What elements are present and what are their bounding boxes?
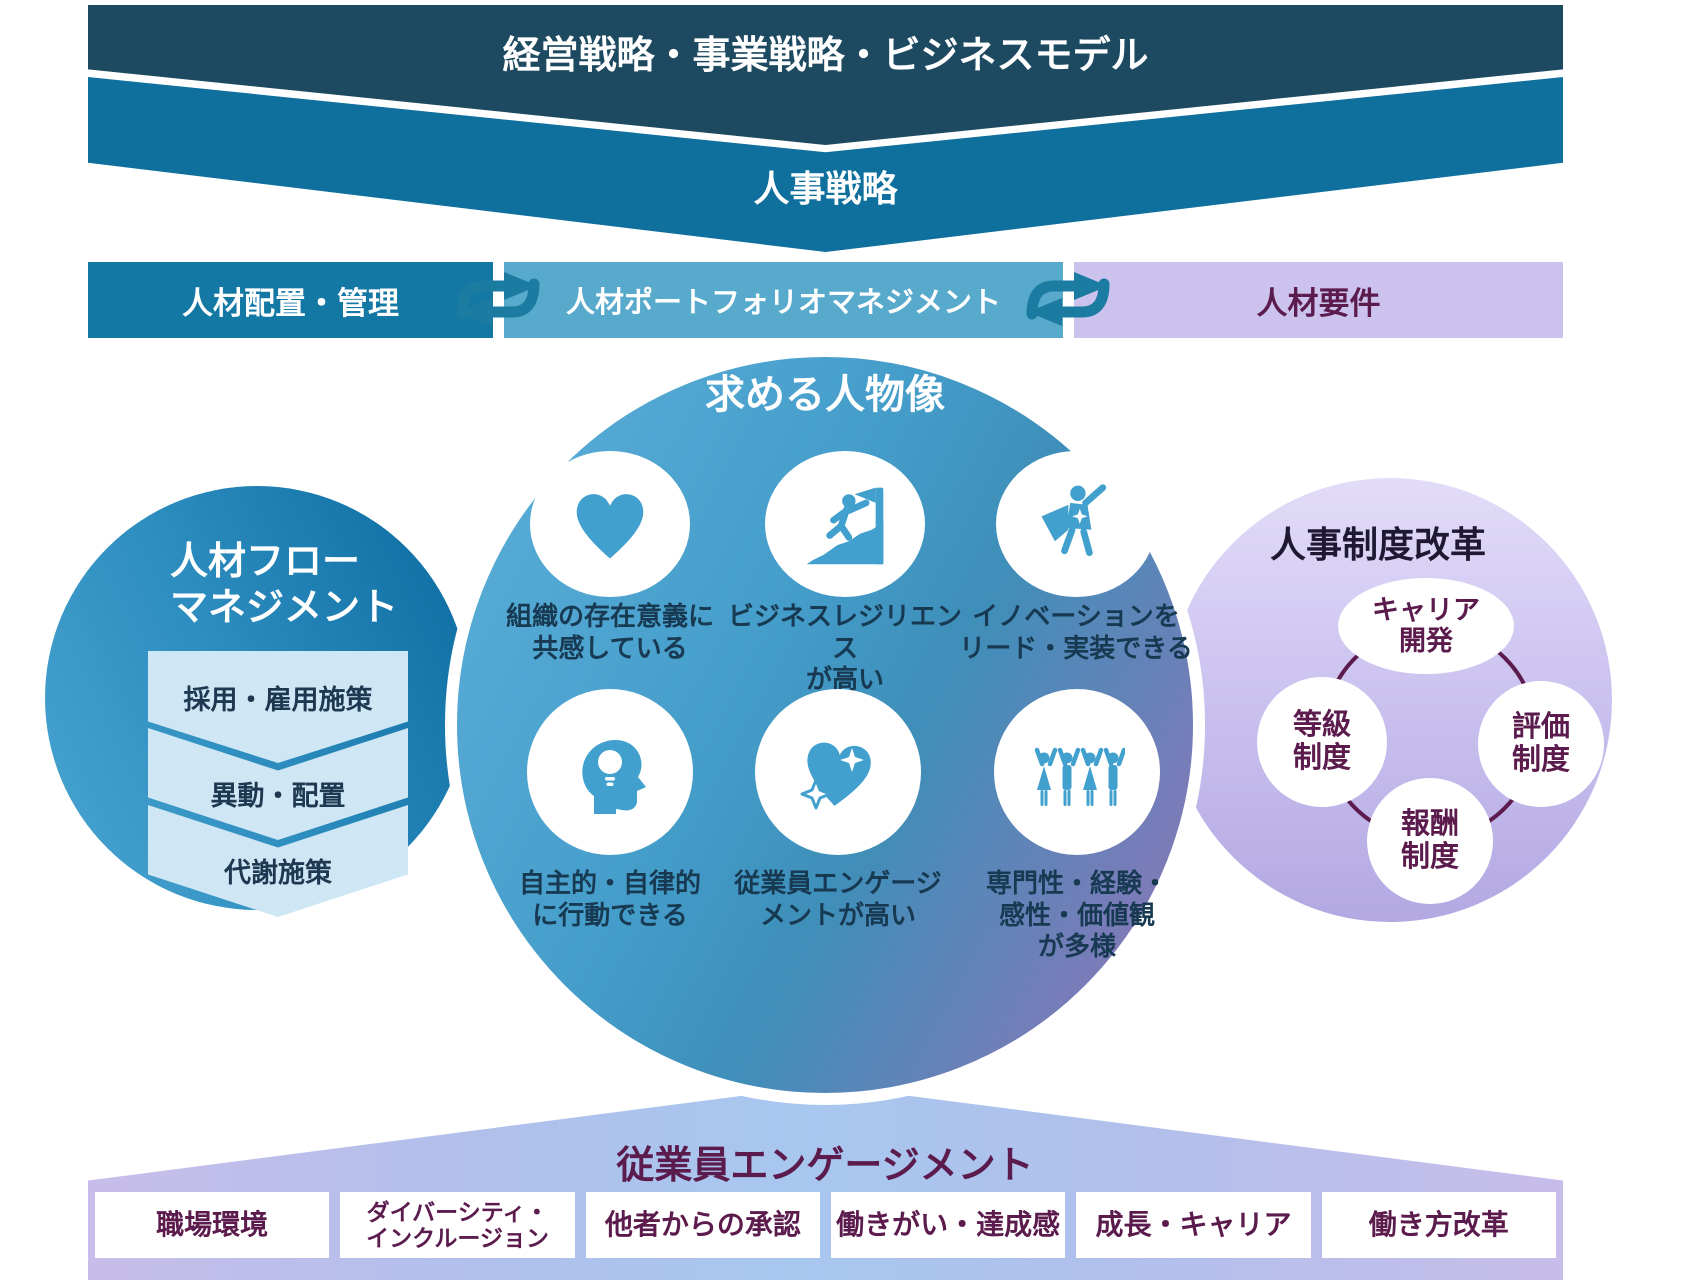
- mountain-climb-icon: [806, 487, 884, 565]
- persona-label-diversity: 専門性・経験・ 感性・価値観 が多様: [985, 868, 1168, 962]
- sparkle-heart-icon: [800, 742, 871, 810]
- flow-box-talent-requirements-label: 人材要件: [1256, 285, 1381, 321]
- engagement-box-fulfillment: 働きがい・達成感: [830, 1192, 1066, 1258]
- engagement-box-row: 職場環境 ダイバーシティ・ インクルージョン 他者からの承認 働きがい・達成感 …: [95, 1192, 1556, 1258]
- desired-persona-title: 求める人物像: [705, 373, 945, 417]
- reform-oval-evaluation: 評価 制度: [1478, 681, 1604, 807]
- flow-box-portfolio-management: 人材ポートフォリオマネジメント: [504, 262, 1063, 338]
- people-group-icon: [1034, 747, 1125, 806]
- persona-badge: [530, 451, 690, 597]
- persona-badge: [996, 451, 1156, 597]
- employee-engagement-title: 従業員エンゲージメント: [616, 1145, 1034, 1187]
- head-lightbulb-icon: [582, 739, 646, 814]
- persona-label-engagement: 従業員エンゲージ メントが高い: [734, 868, 942, 930]
- persona-label-innovation: イノベーションを リード・実装できる: [959, 601, 1193, 663]
- engagement-box-workstyle-reform: 働き方改革: [1321, 1192, 1556, 1258]
- hr-system-reform-title: 人事制度改革: [1269, 524, 1486, 565]
- persona-badge: [527, 689, 693, 855]
- exchange-arrows-icon: [1026, 272, 1110, 326]
- hr-strategy-label: 人事戦略: [753, 168, 898, 209]
- management-strategy-label: 経営戦略・事業戦略・ビジネスモデル: [502, 35, 1149, 77]
- persona-badge: [755, 689, 921, 855]
- heart-icon: [576, 494, 644, 559]
- persona-label-resilience: ビジネスレジリエンス が高い: [727, 601, 962, 695]
- engagement-box-recognition: 他者からの承認: [585, 1192, 820, 1258]
- talent-flow-title: 人材フロー マネジメント: [170, 541, 399, 629]
- engagement-box-diversity: ダイバーシティ・ インクルージョン: [340, 1192, 575, 1258]
- engagement-box-growth-career: 成長・キャリア: [1076, 1192, 1311, 1258]
- flow-box-portfolio-management-label: 人材ポートフォリオマネジメント: [565, 287, 1001, 319]
- persona-label-autonomy: 自主的・自律的 に行動できる: [518, 868, 701, 930]
- persona-badge: [994, 689, 1160, 855]
- persona-badge: [765, 451, 925, 597]
- persona-label-purpose: 組織の存在意義に 共感している: [505, 601, 714, 663]
- reform-oval-career: キャリア 開発: [1338, 578, 1514, 674]
- flow-box-staff-allocation-label: 人材配置・管理: [182, 285, 399, 321]
- superhero-icon: [1041, 484, 1107, 557]
- reform-oval-compensation: 報酬 制度: [1367, 778, 1493, 904]
- exchange-arrows-icon: [456, 272, 540, 326]
- reform-oval-grade: 等級 制度: [1257, 677, 1387, 807]
- flow-box-staff-allocation: 人材配置・管理: [88, 262, 493, 338]
- flow-box-talent-requirements: 人材要件: [1074, 262, 1563, 338]
- engagement-box-workplace: 職場環境: [95, 1192, 330, 1258]
